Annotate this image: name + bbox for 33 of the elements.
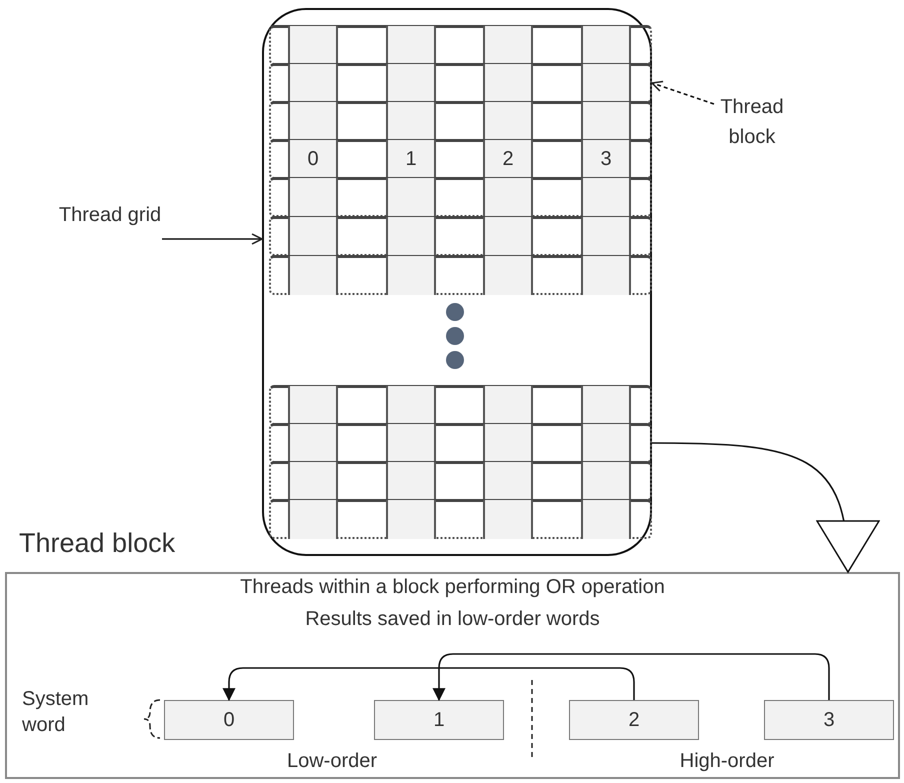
thread-block-row (269, 255, 652, 295)
thread-block-row (269, 25, 652, 65)
callout-label: Thread grid (58, 200, 162, 262)
arrow (651, 80, 714, 105)
thread-block-row (269, 499, 652, 539)
thread-block-row (269, 385, 652, 425)
arrow (162, 233, 263, 245)
panel-text: Threads within a block performing OR operation (239, 576, 666, 599)
system-word-box: 1 (374, 700, 504, 740)
block-arrow (652, 442, 878, 573)
panel-text: Results saved in low-order words (304, 608, 601, 631)
thread-cell: 3 (581, 140, 631, 179)
thread-block-row (269, 139, 652, 179)
thread-cell: 2 (483, 140, 533, 179)
text-label: Low-order (286, 749, 378, 774)
thread-block-row (269, 423, 652, 463)
thread-block-row (269, 216, 652, 256)
thread-block-row (269, 461, 652, 501)
arrow (432, 653, 830, 702)
thread-block-row (269, 101, 652, 141)
thread-block-row (269, 63, 652, 103)
system-word-box: 3 (764, 700, 894, 740)
callout-label: Thread block (706, 92, 798, 152)
thread-cell: 1 (386, 140, 436, 179)
thread-block-row (269, 177, 652, 217)
thread-cell: 0 (288, 140, 338, 179)
arrow (222, 667, 635, 702)
text-label: System word (22, 687, 90, 738)
system-word-box: 0 (164, 700, 294, 740)
text-label: High-order (678, 749, 776, 774)
panel-heading: Thread block (19, 528, 176, 559)
thread-grid-box (262, 8, 652, 556)
system-word-box: 2 (569, 700, 699, 740)
